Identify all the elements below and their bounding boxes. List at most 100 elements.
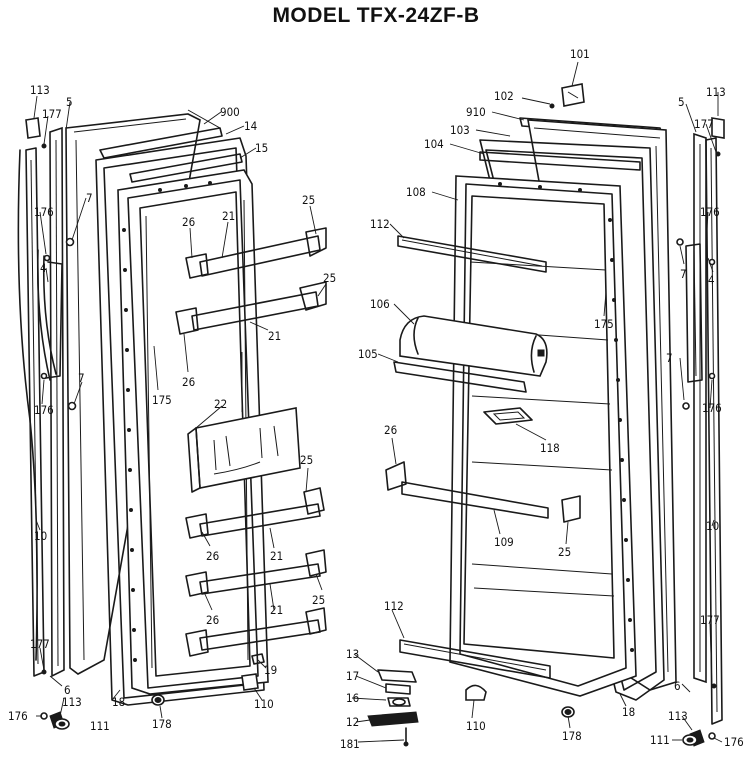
callout-177-left: 177 [42,107,62,121]
callout-26-b: 26 [182,375,195,389]
callout-106: 106 [370,297,390,311]
right-shelf-top [397,235,547,273]
callout-17: 17 [346,669,359,683]
callout-22: 22 [214,397,227,411]
callout-175-right: 175 [594,317,614,331]
bottom-hinge-bracket [367,711,419,727]
callout-10-left: 10 [34,529,47,543]
left-door-liner [117,169,269,695]
callout-4-left: 4 [40,261,47,275]
callout-15: 15 [255,141,268,155]
callout-4-right: 4 [708,273,715,287]
callout-108: 108 [406,185,426,199]
callout-26-a: 26 [182,215,195,229]
callout-5-left: 5 [66,95,73,109]
callout-176-right-b: 176 [702,401,722,415]
callout-16: 16 [346,691,359,705]
callout-111-left: 111 [90,719,110,733]
callout-105: 105 [358,347,378,361]
callout-103: 103 [450,123,470,137]
callout-910: 910 [466,105,486,119]
callout-176-left-c: 176 [8,709,28,723]
bottom-hinge-plate [377,669,417,683]
callout-101: 101 [570,47,590,61]
callout-leaders [33,61,723,743]
callout-21-d: 21 [270,603,283,617]
left-breaker-strip [99,127,223,159]
right-door-handle [685,243,703,383]
left-shelf-4 [199,563,321,595]
butter-door [483,407,533,425]
callout-21-c: 21 [270,549,283,563]
callout-25-e: 25 [558,545,571,559]
callout-7-left-b: 7 [78,371,85,385]
callout-175-left: 175 [152,393,172,407]
callout-118: 118 [540,441,560,455]
dairy-shelf [393,361,527,393]
callout-113-left: 113 [30,83,50,97]
callout-26-d: 26 [206,613,219,627]
callout-6-left: 6 [64,683,71,697]
callout-900: 900 [220,105,240,119]
callout-12: 12 [346,715,359,729]
callout-19: 19 [264,663,277,677]
callout-109: 109 [494,535,514,549]
callout-10-right: 10 [706,519,719,533]
callout-21-b: 21 [268,329,281,343]
right-long-handle [705,137,723,725]
callout-7-right-a: 7 [680,267,687,281]
callout-176-right-c: 176 [724,735,744,749]
callout-25-d: 25 [312,593,325,607]
callout-178-left: 178 [152,717,172,731]
left-bottom-cap [241,673,259,691]
callout-25-c: 25 [300,453,313,467]
callout-176-right-a: 176 [700,205,720,219]
callout-110-left: 110 [254,697,274,711]
right-shelf-middle [401,481,549,519]
callout-18-left: 18 [112,695,125,709]
callout-26-c: 26 [206,549,219,563]
callout-177-right: 177 [694,117,714,131]
callout-177-left-b: 177 [30,637,50,651]
right-top-hinge-strip [479,151,641,171]
callout-14: 14 [244,119,257,133]
callout-13: 13 [346,647,359,661]
callout-181: 181 [340,737,360,751]
right-door-shelves [367,235,581,747]
callout-labels: 113 5 177 900 14 15 7 176 4 26 21 25 25 … [8,47,744,751]
callout-113-left-b: 113 [62,695,82,709]
left-door-shelves [151,227,327,706]
right-door-assembly [449,83,725,747]
callout-113-right: 113 [706,85,726,99]
callout-176-left-a: 176 [34,205,54,219]
right-top-cap [711,117,725,139]
callout-104: 104 [424,137,444,151]
callout-18-right: 18 [622,705,635,719]
callout-176-left-b: 176 [34,403,54,417]
left-top-cap [25,117,41,139]
right-bottom-cap [465,684,487,701]
callout-25-a: 25 [302,193,315,207]
callout-177-right-b: 177 [700,613,720,627]
callout-5-right: 5 [678,95,685,109]
diagram-title: MODEL TFX-24ZF-B [272,4,480,27]
callout-113-right-b: 113 [668,709,688,723]
callout-26-e: 26 [384,423,397,437]
callout-112-a: 112 [370,217,390,231]
callout-110-right: 110 [466,719,486,733]
callout-7-left-a: 7 [86,191,93,205]
left-shelf-3 [199,503,321,537]
callout-112-b: 112 [384,599,404,613]
right-shelf-bottom [399,639,551,679]
dairy-compartment [399,315,548,377]
callout-25-b: 25 [323,271,336,285]
callout-7-right-b: 7 [666,351,673,365]
callout-102: 102 [494,89,514,103]
left-shelf-1 [199,235,321,277]
callout-21-a: 21 [222,209,235,223]
callout-178-right: 178 [562,729,582,743]
left-top-hinge-strip [129,153,243,183]
left-door-assembly [17,109,269,730]
callout-111-right: 111 [650,733,670,747]
